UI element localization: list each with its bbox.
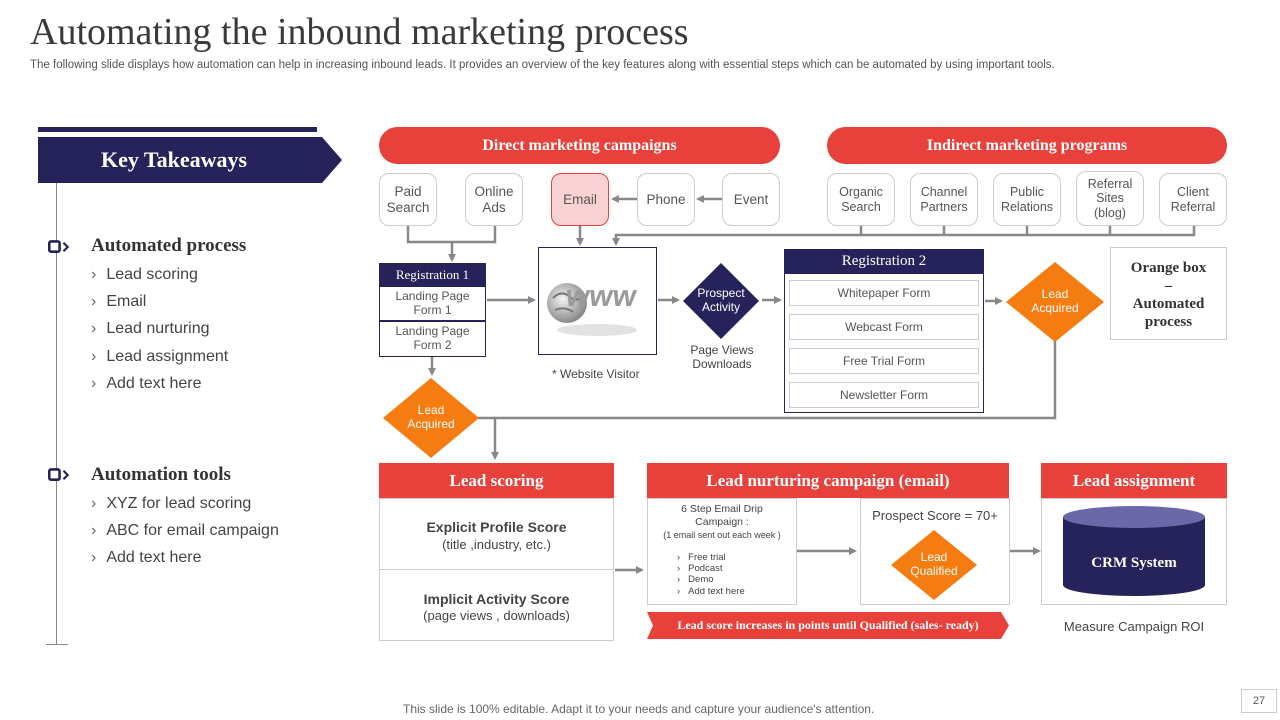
section-marker-icon: [48, 468, 70, 482]
source-referral-sites: Referral Sites (blog): [1076, 171, 1144, 226]
section-automated-process-title: Automated process: [91, 235, 247, 256]
explicit-score-sub: (title ,industry, etc.): [442, 537, 551, 552]
lead-scoring-divider: [379, 569, 614, 570]
section-automation-tools-title: Automation tools: [91, 464, 231, 485]
source-online-ads: Online Ads: [465, 173, 523, 226]
implicit-score-title: Implicit Activity Score: [423, 591, 570, 607]
list-item: ›Email: [91, 293, 147, 310]
website-visitor-label: * Website Visitor: [552, 367, 640, 381]
measure-roi-label: Measure Campaign ROI: [1063, 619, 1205, 634]
implicit-score-sub: (page views , downloads): [423, 608, 570, 623]
source-public-relations: Public Relations: [993, 173, 1061, 226]
footer-note: This slide is 100% editable. Adapt it to…: [403, 702, 875, 716]
landing-page-form-2: Landing Page Form 2: [379, 321, 486, 357]
prospect-score-label: Prospect Score = 70+: [872, 508, 998, 523]
lead-acquired-diamond-right: Lead Acquired: [1006, 262, 1104, 342]
whitepaper-form: Whitepaper Form: [789, 280, 979, 306]
lead-scoring-header: Lead scoring: [379, 463, 614, 498]
source-organic-search: Organic Search: [827, 173, 895, 226]
database-icon: [1063, 506, 1205, 596]
drip-item: ›Podcast: [677, 563, 723, 574]
list-item: ›Add text here: [91, 549, 202, 566]
list-item: ›Add text here: [91, 375, 202, 392]
list-item: ›XYZ for lead scoring: [91, 495, 252, 512]
free-trial-form: Free Trial Form: [789, 348, 979, 374]
drip-campaign-title: 6 Step Email Drip Campaign :: [681, 503, 763, 529]
source-client-referral: Client Referral: [1159, 173, 1227, 226]
drip-item: ›Demo: [677, 574, 714, 585]
indirect-marketing-header: Indirect marketing programs: [827, 127, 1227, 164]
drip-campaign-box: [647, 498, 797, 605]
list-item: ›Lead nurturing: [91, 320, 210, 337]
list-item: ›Lead scoring: [91, 266, 198, 283]
timeline-line: [56, 183, 57, 644]
qualification-banner-text: Lead score increases in points until Qua…: [677, 618, 979, 632]
page-number: 27: [1241, 689, 1277, 713]
legend-note: Orange box – Automated process: [1110, 247, 1227, 340]
drip-campaign-sub: (1 email sent out each week ): [663, 530, 781, 540]
lead-qualified-diamond: Lead Qualified: [891, 530, 977, 600]
globe-www-icon: www: [547, 280, 639, 336]
page-title: Automating the inbound marketing process: [30, 11, 689, 53]
source-email: Email: [551, 173, 609, 226]
source-event: Event: [722, 173, 780, 226]
list-item: ›Lead assignment: [91, 348, 229, 365]
direct-marketing-header: Direct marketing campaigns: [379, 127, 780, 164]
page-subtitle: The following slide displays how automat…: [30, 59, 1055, 71]
timeline-end: [46, 644, 68, 645]
lead-acquired-diamond-left: Lead Acquired: [383, 378, 479, 458]
key-takeaways-label: Key Takeaways: [100, 147, 248, 172]
webcast-form: Webcast Form: [789, 314, 979, 340]
source-paid-search: Paid Search: [379, 173, 437, 226]
source-phone: Phone: [637, 173, 695, 226]
lead-nurturing-header: Lead nurturing campaign (email): [647, 463, 1009, 498]
drip-item: ›Free trial: [677, 552, 726, 563]
drip-item: ›Add text here: [677, 586, 745, 597]
website-visitor-box: www: [538, 247, 657, 355]
lead-assignment-header: Lead assignment: [1041, 463, 1227, 498]
source-channel-partners: Channel Partners: [910, 173, 978, 226]
registration-2-header: Registration 2: [784, 249, 984, 274]
qualification-banner-shape: [647, 612, 1009, 639]
section-marker-icon: [48, 240, 70, 253]
key-takeaways-banner: [38, 137, 342, 183]
crm-system-label: CRM System: [1091, 555, 1177, 571]
explicit-score-title: Explicit Profile Score: [426, 519, 567, 535]
list-item: ›ABC for email campaign: [91, 522, 279, 539]
page-views-label: Page Views Downloads: [690, 343, 754, 371]
landing-page-form-1: Landing Page Form 1: [379, 286, 486, 321]
key-takeaways-top-bar: [38, 127, 317, 132]
prospect-activity-diamond: Prospect Activity: [683, 263, 759, 339]
newsletter-form: Newsletter Form: [789, 382, 979, 408]
svg-text:www: www: [563, 280, 639, 313]
registration-1-header: Registration 1: [379, 263, 486, 286]
